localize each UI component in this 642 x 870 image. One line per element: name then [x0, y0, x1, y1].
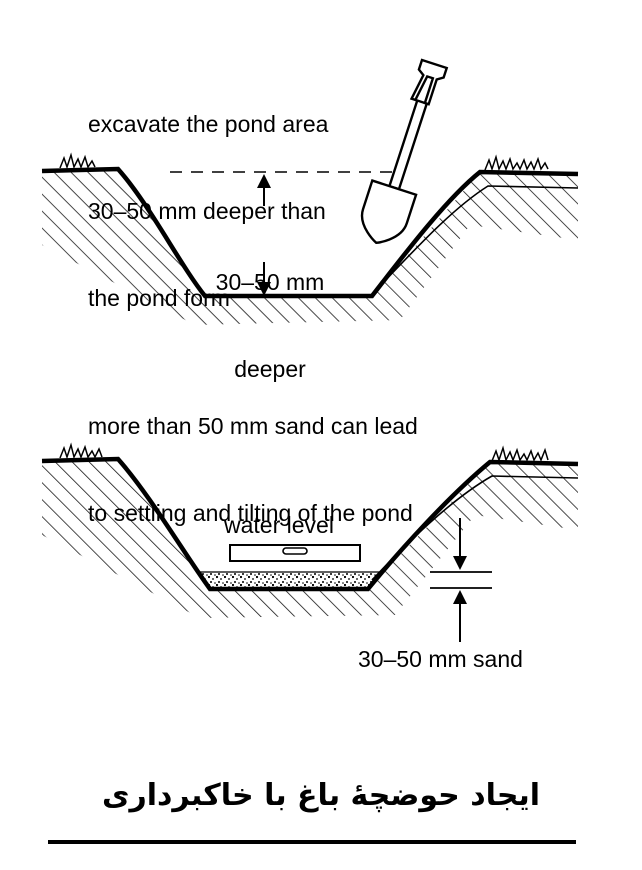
bottom-sand-section: [41, 442, 579, 642]
instruction-line-1: excavate the pond area: [88, 111, 329, 137]
bottom-grass-right: [491, 445, 549, 463]
depth-label-line-2: deeper: [234, 356, 306, 382]
sand-thickness-dimension: [430, 518, 492, 642]
instruction-line-3: the pond form: [88, 285, 230, 311]
bottom-inner-line: [371, 475, 579, 581]
top-soil-hatching: [42, 170, 578, 325]
sand-thickness-label: 30–50 mm sand: [358, 646, 523, 672]
water-level-label: water level: [224, 512, 334, 538]
depth-label-line-1: 30–50 mm: [215, 269, 325, 295]
bottom-ground-line: [41, 456, 579, 592]
top-excavation-section: [41, 58, 579, 325]
top-grass-left: [59, 152, 96, 170]
shovel-icon: [360, 58, 449, 245]
excavate-instruction: excavate the pond area 30–50 mm deeper t…: [88, 52, 328, 342]
top-grass-right: [484, 154, 549, 172]
warning-line-1: more than 50 mm sand can lead: [88, 413, 418, 439]
bottom-soil-hatching: [42, 460, 578, 618]
sand-layer: [198, 571, 382, 590]
caption: ایجاد حوضچهٔ باغ با خاکبرداری: [101, 778, 541, 813]
top-ground-line: [41, 166, 579, 299]
top-depth-arrow: [257, 174, 271, 296]
instruction-line-2: 30–50 mm deeper than: [88, 198, 326, 224]
spirit-level-icon: [229, 544, 361, 562]
bottom-grass-left: [59, 442, 103, 460]
top-form-outline: [377, 185, 579, 289]
warning-line-2: to settling and tilting of the pond: [88, 500, 413, 526]
settling-warning: more than 50 mm sand can lead to settlin…: [88, 354, 418, 557]
depth-label: 30–50 mm deeper: [200, 210, 340, 413]
